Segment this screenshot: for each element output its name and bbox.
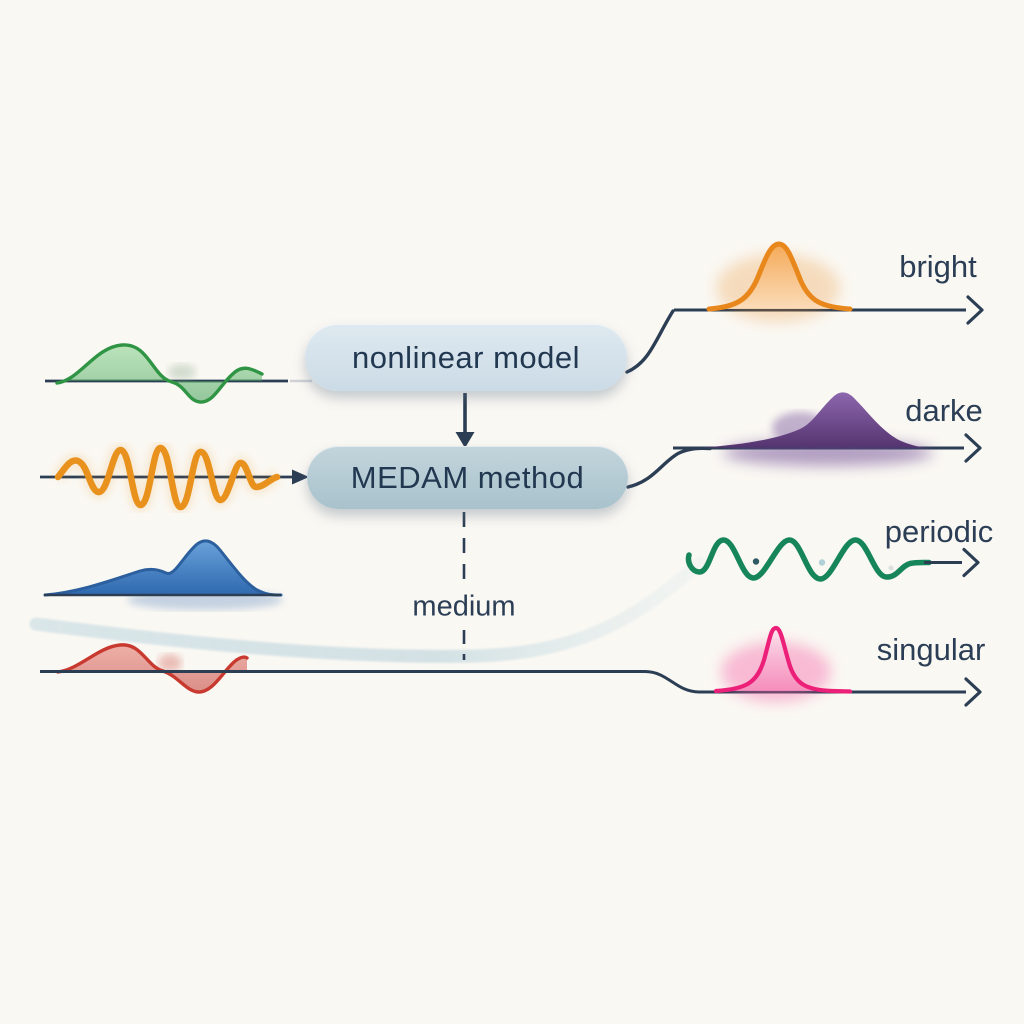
output-label-darke: darke xyxy=(905,393,983,428)
medium-label: medium xyxy=(412,590,516,623)
input-blue-bump xyxy=(43,539,283,610)
bright-bell-stroke xyxy=(706,241,853,312)
darke-bump-fill xyxy=(702,392,929,448)
blue-bump-fill xyxy=(45,540,281,595)
output-bright-wave xyxy=(674,241,984,325)
output-darke-wave xyxy=(673,392,982,466)
green-wave-stroke xyxy=(55,343,264,404)
blue-bump-stroke xyxy=(43,539,283,597)
medam-method-label: MEDAM method xyxy=(350,459,585,495)
orange-wave-stroke xyxy=(54,444,281,511)
output-singular-wave xyxy=(713,625,853,702)
connector-model-to-bright xyxy=(625,309,675,374)
periodic-dot-faint xyxy=(888,565,894,571)
bright-arrowhead xyxy=(966,295,984,325)
flow-arrow-model-to-method xyxy=(455,393,475,448)
input-red-wave xyxy=(56,643,249,694)
nonlinear-model-label: nonlinear model xyxy=(351,339,581,375)
orange-arrowhead xyxy=(292,469,309,485)
output-label-bright: bright xyxy=(899,249,977,284)
periodic-dot-dark xyxy=(752,558,760,565)
input-green-wave xyxy=(45,343,312,404)
nonlinear-model-box: nonlinear model xyxy=(305,324,627,391)
green-wave-fill xyxy=(57,344,262,403)
darke-arrowhead xyxy=(964,433,982,463)
baseline-singular xyxy=(40,670,982,707)
medium-band xyxy=(29,556,707,663)
connector-curve-top xyxy=(625,309,675,374)
pink-peak-fill xyxy=(716,628,832,691)
periodic-dot-pale xyxy=(818,559,826,566)
bright-bell-fill xyxy=(709,244,850,309)
flow-arrowhead xyxy=(455,432,475,448)
green-echo xyxy=(168,364,196,380)
output-label-singular: singular xyxy=(876,632,986,667)
pink-peak-stroke xyxy=(713,625,853,694)
medam-method-box: MEDAM method xyxy=(307,446,628,509)
periodic-arrowhead xyxy=(962,547,980,578)
red-echo xyxy=(158,654,182,672)
red-wave-fill xyxy=(58,644,247,693)
red-wave-stroke xyxy=(56,643,249,694)
periodic-wave-stroke xyxy=(685,537,932,582)
input-orange-oscillation xyxy=(40,441,309,514)
connector-method-to-darke xyxy=(626,446,712,489)
output-periodic-wave xyxy=(685,537,980,582)
output-label-periodic: periodic xyxy=(884,514,994,549)
bottom-arrowhead xyxy=(964,677,982,707)
medium-band-curve xyxy=(29,556,707,663)
connector-curve-mid xyxy=(626,446,712,489)
bottom-line xyxy=(40,670,966,694)
